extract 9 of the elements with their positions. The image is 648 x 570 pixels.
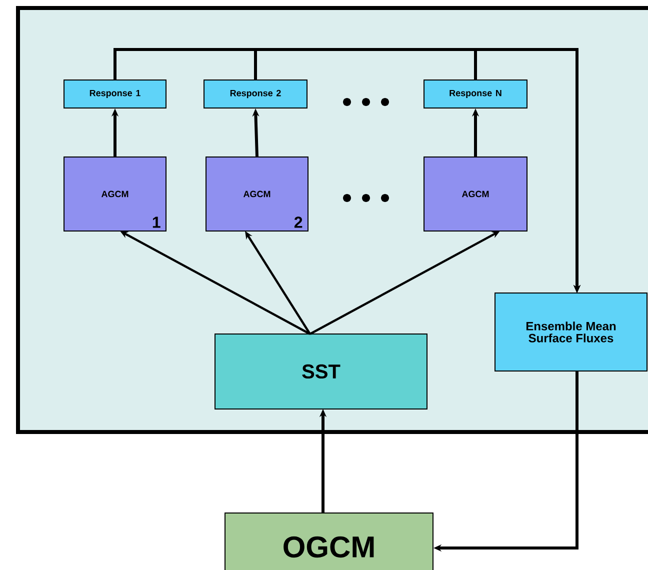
- model-box: AGCM: [424, 156, 528, 232]
- ogcm-box: OGCM: [224, 512, 434, 570]
- flux-box: Ensemble Mean Surface Fluxes: [494, 292, 648, 372]
- response-box: Response 1: [64, 80, 166, 108]
- index-number: 1: [152, 216, 160, 228]
- response-box: Response N: [424, 80, 528, 108]
- index-number: 2: [294, 216, 302, 228]
- sst-box: SST: [214, 334, 428, 410]
- response-box: Response 2: [204, 80, 308, 108]
